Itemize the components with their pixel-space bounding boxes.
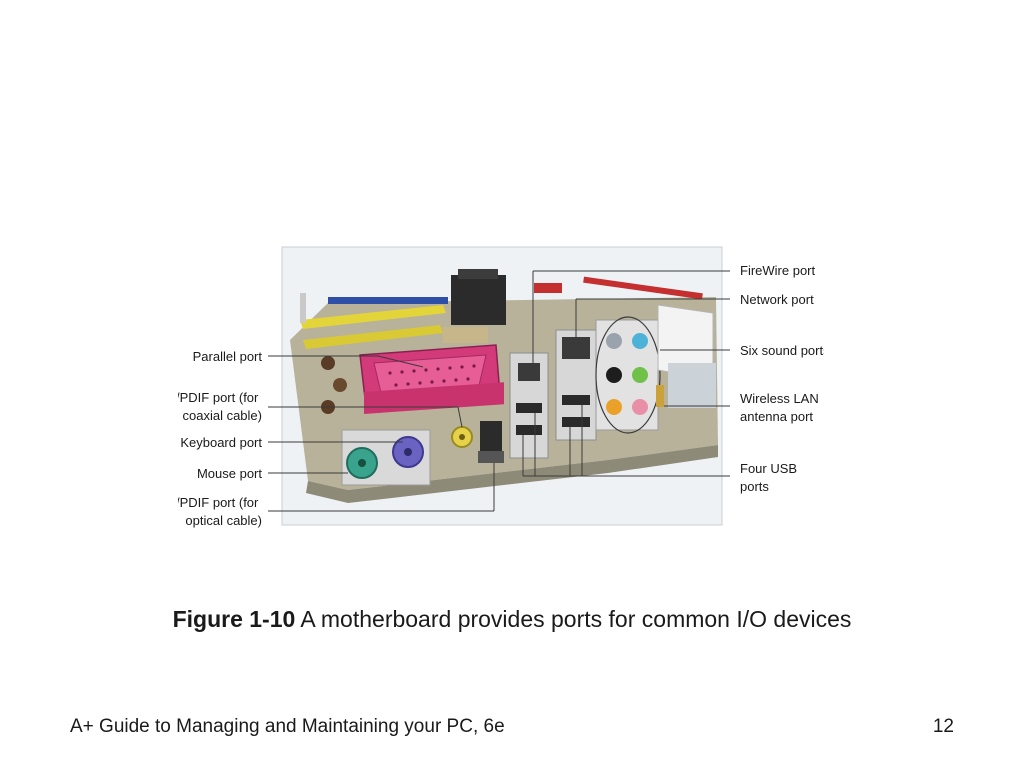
callout-lines-right — [522, 270, 730, 477]
expansion-slot-blue — [328, 297, 448, 304]
label-wireless-antenna: Wireless LAN antenna port — [740, 391, 822, 424]
sound-port-blue — [632, 333, 648, 349]
sound-port-black — [606, 367, 622, 383]
figure-caption: Figure 1-10 A motherboard provides ports… — [0, 606, 1024, 633]
red-connector — [534, 283, 562, 293]
expansion-slot-yellow-1 — [300, 305, 446, 329]
label-keyboard-port: Keyboard port — [180, 435, 262, 450]
sound-ports-circle — [595, 316, 661, 434]
footer-title: A+ Guide to Managing and Maintaining you… — [70, 716, 505, 737]
motherboard-diagram: Parallel port S/PDIF port (for coaxial c… — [178, 246, 824, 528]
label-sound-ports: Six sound ports — [740, 343, 824, 358]
chip-cooler-top — [458, 269, 498, 279]
sound-port-green — [632, 367, 648, 383]
usb-port — [562, 395, 590, 405]
label-firewire-port: FireWire port — [740, 263, 816, 278]
label-parallel-port: Parallel port — [193, 349, 263, 364]
motherboard-figure: Parallel port S/PDIF port (for coaxial c… — [178, 245, 824, 530]
sound-port-pink — [632, 399, 648, 415]
page-number: 12 — [932, 716, 954, 737]
label-spdif-optical: S/PDIF port (for optical cable) — [178, 495, 262, 528]
optical-base — [478, 451, 504, 463]
label-network-port: Network port — [740, 292, 814, 307]
sound-port-orange — [606, 399, 622, 415]
network-port-shape — [562, 337, 590, 359]
expansion-card-bracket — [300, 293, 306, 323]
figure-number: Figure 1-10 — [172, 606, 296, 632]
usb-port — [516, 403, 542, 413]
figure-caption-text: A motherboard provides ports for common … — [295, 606, 852, 632]
parallel-pins — [388, 364, 476, 387]
label-mouse-port: Mouse port — [197, 466, 262, 481]
pcb-shadow — [306, 445, 718, 503]
wireless-antenna-connector — [656, 385, 664, 407]
expansion-slot-yellow-2 — [303, 325, 443, 349]
capacitor — [321, 356, 335, 370]
callout-lines-left — [268, 355, 495, 512]
label-spdif-coax: S/PDIF port (for coaxial cable) — [178, 390, 262, 423]
heatsink-small — [443, 327, 488, 343]
chip-cooler — [451, 275, 506, 325]
wireless-card — [668, 363, 716, 408]
capacitor — [333, 378, 347, 392]
memory-slot — [583, 276, 703, 300]
firewire-port-shape — [518, 363, 540, 381]
usb-port — [562, 417, 590, 427]
parallel-port-base — [364, 382, 504, 414]
sound-port-grey — [606, 333, 622, 349]
sound-panel — [595, 319, 659, 431]
usb-port — [516, 425, 542, 435]
spdif-optical-port — [480, 421, 502, 451]
label-usb-ports: Four USB ports — [740, 461, 801, 494]
